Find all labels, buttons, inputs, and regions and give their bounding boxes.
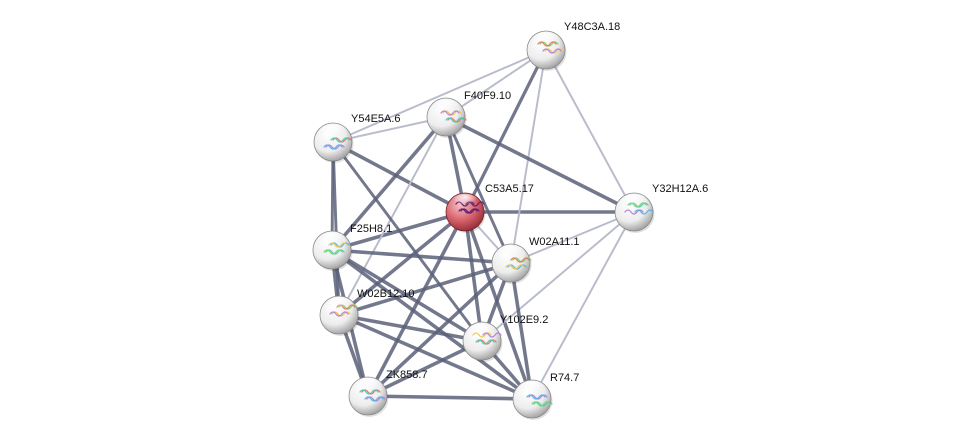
edge-f40f9-10-f25h8-1[interactable] [330,115,448,252]
node-zk858-7[interactable]: ZK858.7 [348,369,428,417]
node-label: ZK858.7 [386,369,428,381]
node-label: Y54E5A.6 [351,113,401,125]
node-w02b12-10[interactable]: W02B12.10 [319,288,414,336]
edge-c53a5-17-r74-7[interactable] [463,210,534,401]
node-label: C53A5.17 [485,183,534,195]
edge-c53a5-17-y102e9-2[interactable] [463,210,484,343]
edge-c53a5-17-y48c3a-18[interactable] [463,48,548,214]
node-highlight [497,244,525,261]
node-highlight [532,31,560,48]
edge-f40f9-10-w02b12-10[interactable] [338,116,447,316]
edge-c53a5-17-y54e5a-6[interactable] [331,140,467,214]
edge-zk858-7-r74-7[interactable] [366,394,534,401]
node-highlight [319,123,347,140]
edge-y32h12a-6-r74-7[interactable] [531,211,635,400]
node-highlight [432,98,460,115]
edge-y48c3a-18-y32h12a-6[interactable] [545,49,635,213]
node-highlight [468,322,496,339]
node-highlight [354,377,382,394]
edge-w02a11-1-zk858-7[interactable] [366,261,513,398]
node-y54e5a-6[interactable]: Y54E5A.6 [313,113,401,163]
edge-f25h8-1-r74-7[interactable] [330,248,534,401]
edge-y32h12a-6-y102e9-2[interactable] [481,211,635,342]
node-label: R74.7 [550,372,579,384]
edge-y54e5a-6-y102e9-2[interactable] [331,140,484,343]
node-highlight [620,193,648,210]
edge-w02b12-10-y102e9-2[interactable] [337,313,484,343]
protein-structure-icon [505,257,532,270]
node-y32h12a-6[interactable]: Y32H12A.6 [614,183,708,233]
node-highlight [318,231,346,248]
edge-f40f9-10-y32h12a-6[interactable] [444,115,636,214]
node-label: F25H8.1 [350,223,392,235]
node-y102e9-2[interactable]: Y102E9.2 [462,314,548,362]
nodes-layer: C53A5.17 Y48C3A.18F40F9.10Y54E5A.6Y32H12A… [312,21,708,420]
node-label: F40F9.10 [464,90,511,102]
edge-c53a5-17-w02b12-10[interactable] [337,210,467,317]
node-label: Y102E9.2 [500,314,548,326]
edge-f25h8-1-w02a11-1[interactable] [330,248,513,265]
edge-w02a11-1-r74-7[interactable] [509,261,534,401]
edge-y54e5a-6-w02b12-10[interactable] [331,140,341,317]
node-r74-7[interactable]: R74.7 [512,372,579,420]
node-label: W02A11.1 [529,236,580,248]
node-label: Y48C3A.18 [564,21,620,33]
edge-c53a5-17-zk858-7[interactable] [366,210,467,398]
edge-y48c3a-18-f40f9-10[interactable] [445,49,547,118]
node-y48c3a-18[interactable]: Y48C3A.18 [526,21,620,71]
node-label: W02B12.10 [357,288,414,300]
edge-y48c3a-18-w02a11-1[interactable] [510,49,547,264]
edge-y48c3a-18-y54e5a-6[interactable] [332,49,547,143]
edge-f40f9-10-w02a11-1[interactable] [444,115,513,265]
edge-y102e9-2-zk858-7[interactable] [366,339,484,398]
edge-w02a11-1-w02b12-10[interactable] [337,261,513,317]
edge-w02b12-10-r74-7[interactable] [337,313,534,401]
node-f40f9-10[interactable]: F40F9.10 [426,90,511,138]
node-label: Y32H12A.6 [652,183,708,195]
node-c53a5-17[interactable]: C53A5.17 [445,183,534,233]
node-highlight [325,296,353,313]
edge-y32h12a-6-w02a11-1[interactable] [510,211,635,264]
node-w02a11-1[interactable]: W02A11.1 [491,236,580,284]
node-highlight [518,380,546,397]
node-highlight [451,193,479,210]
node-f25h8-1[interactable]: F25H8.1 [312,223,392,271]
